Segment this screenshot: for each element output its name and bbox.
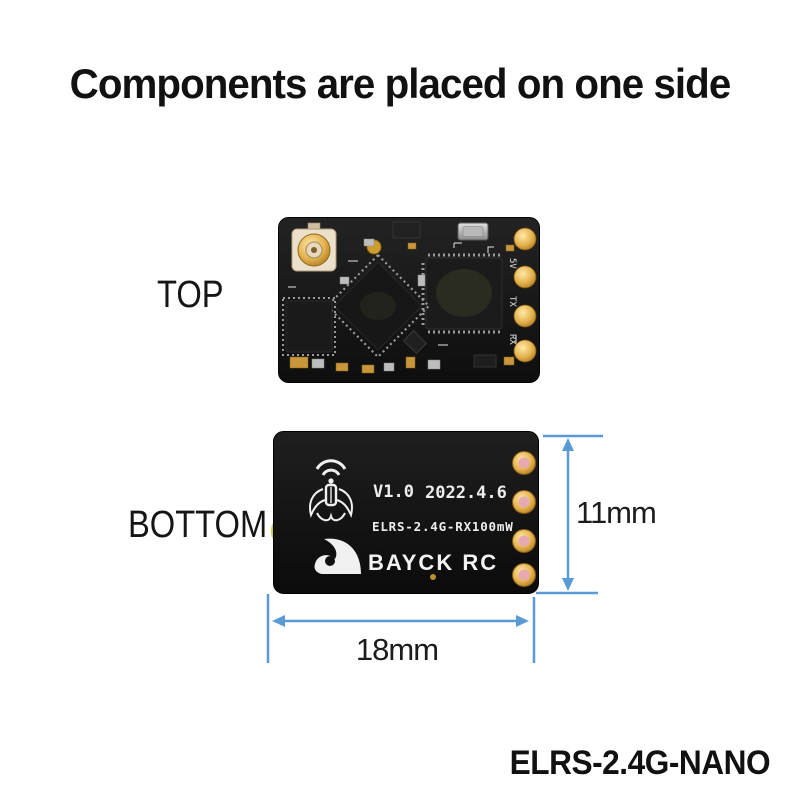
expresslrs-logo-icon — [309, 459, 353, 522]
rotated-mcu-chip — [325, 253, 431, 359]
crystal-oscillator-icon — [457, 222, 489, 241]
dimension-width-label: 18mm — [355, 632, 439, 667]
dimension-height-label: 11mm — [576, 495, 657, 530]
top-board-solder-pads — [513, 227, 537, 363]
silkscreen-marks — [288, 242, 517, 346]
gold-dot-pad — [430, 574, 436, 580]
silkscreen-model: ELRS-2.4G-RX100mW — [372, 519, 514, 534]
product-name: ELRS-2.4G-NANO — [509, 744, 770, 782]
pad-label-rx: RX — [507, 334, 517, 345]
pad-label-tx: TX — [507, 296, 517, 307]
pcb-top-photo: 5V TX RX — [278, 217, 540, 383]
main-soc-chip — [421, 253, 503, 334]
top-view-label: TOP — [157, 274, 224, 316]
ufl-antenna-connector-icon — [291, 222, 337, 272]
bottom-silkscreen-text: V1.0 2022.4.6 ELRS-2.4G-RX100mW — [372, 482, 514, 534]
pad-label-5v: 5V — [507, 258, 517, 269]
bottom-board-solder-pads — [512, 451, 536, 587]
pcb-bottom-photo: V1.0 2022.4.6 ELRS-2.4G-RX100mW BAYCK RC — [271, 431, 539, 594]
silkscreen-version: V1.0 — [373, 482, 414, 502]
rf-frontend-chip — [282, 297, 336, 356]
pcb-top-drawing: 5V TX RX — [278, 217, 540, 383]
bottom-view-label: BOTTOM — [128, 504, 268, 546]
page-title: Components are placed on one side — [69, 60, 732, 107]
silkscreen-date: 2022.4.6 — [425, 483, 507, 503]
pcb-bottom-drawing: V1.0 2022.4.6 ELRS-2.4G-RX100mW BAYCK RC — [271, 431, 539, 594]
passive-components — [289, 221, 515, 374]
silkscreen-brand: BAYCK RC — [368, 550, 498, 575]
top-board-pad-labels: 5V TX RX — [507, 258, 517, 345]
bayckrc-logo-icon — [307, 538, 361, 574]
